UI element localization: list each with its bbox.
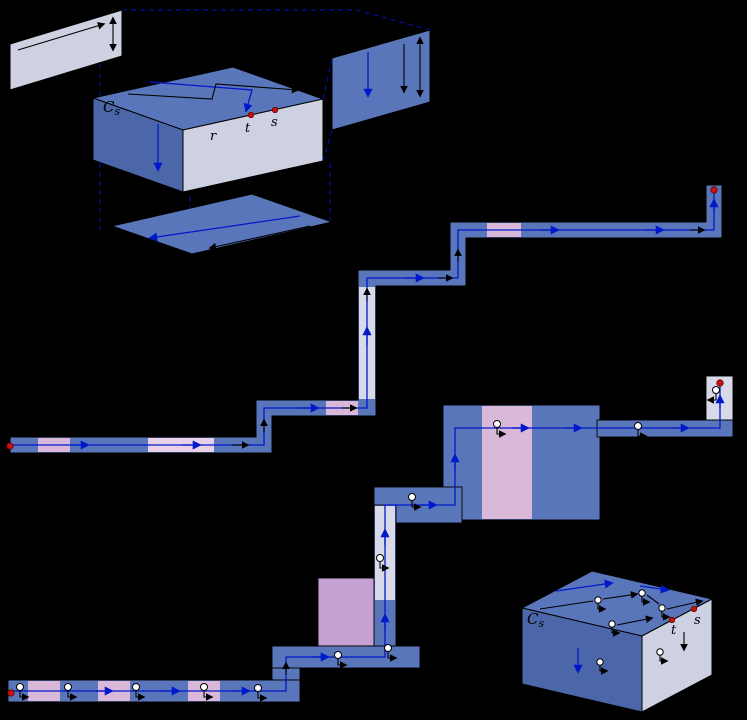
strip-purple-block <box>317 577 375 647</box>
unfolded-back-face <box>9 9 123 91</box>
endpoint-dot-end <box>716 379 724 387</box>
staircase-strip-lower <box>7 375 734 703</box>
endpoint-dot-end <box>710 186 718 194</box>
strip-lower-gates <box>16 386 720 702</box>
unfolded-back-face-arrows <box>17 16 117 52</box>
box-top-paths <box>127 81 300 172</box>
gate-marker <box>706 386 720 404</box>
strip-upper-outline <box>9 184 723 454</box>
point-label-t: t <box>671 623 677 638</box>
point-label-r: r <box>210 129 217 144</box>
box-top: Cs r t s <box>91 66 325 193</box>
point-label-s: s <box>271 115 278 130</box>
gate-marker <box>384 644 398 662</box>
unfolded-bottom-face-arrows <box>148 215 311 251</box>
gate-marker <box>200 683 214 701</box>
strip-lower-blue-arrows <box>95 394 725 696</box>
box-top-label: Cs <box>103 98 120 118</box>
gate-marker <box>334 651 348 669</box>
gate-marker <box>656 648 669 665</box>
gate-marker <box>594 596 607 613</box>
gate-marker <box>596 658 609 675</box>
strip-block-pink <box>482 406 532 519</box>
gate-marker <box>634 422 648 440</box>
point-t-dot <box>247 111 255 119</box>
strip-lower-blue-path <box>11 384 721 692</box>
box-bottom: Cs t s <box>520 570 714 713</box>
gate-marker <box>408 493 422 511</box>
box-bottom-paths <box>539 579 704 674</box>
box-bottom-label: Cs <box>527 610 544 630</box>
gate-marker <box>376 554 390 572</box>
unfolded-right-face <box>331 29 431 131</box>
gate-marker <box>493 420 507 438</box>
strip-upper-black-arrows <box>232 226 706 449</box>
strip-upper-blue-arrows <box>70 198 719 450</box>
strip-upper-blue-path <box>10 191 715 446</box>
staircase-strip-upper <box>6 184 723 454</box>
endpoint-dot-start <box>7 689 15 697</box>
gate-marker <box>16 683 30 701</box>
gate-marker <box>608 620 621 637</box>
gate-marker <box>254 684 268 702</box>
point-label-t: t <box>245 121 251 136</box>
unfolded-right-face-arrows <box>363 36 424 98</box>
unfolded-bottom-face <box>110 193 334 255</box>
gate-marker <box>64 683 78 701</box>
point-s-dot <box>271 106 279 114</box>
box-bottom-gates <box>594 589 671 675</box>
endpoint-dot-start <box>6 442 14 450</box>
unfolding-diagram: Cs r t s <box>9 9 431 255</box>
box-bottom-front-face <box>641 598 713 713</box>
gate-marker <box>638 589 651 606</box>
gate-marker <box>132 683 146 701</box>
point-t-dot <box>668 616 676 624</box>
gate-marker <box>658 604 671 621</box>
point-label-s: s <box>694 613 701 628</box>
point-s-dot <box>690 605 698 613</box>
